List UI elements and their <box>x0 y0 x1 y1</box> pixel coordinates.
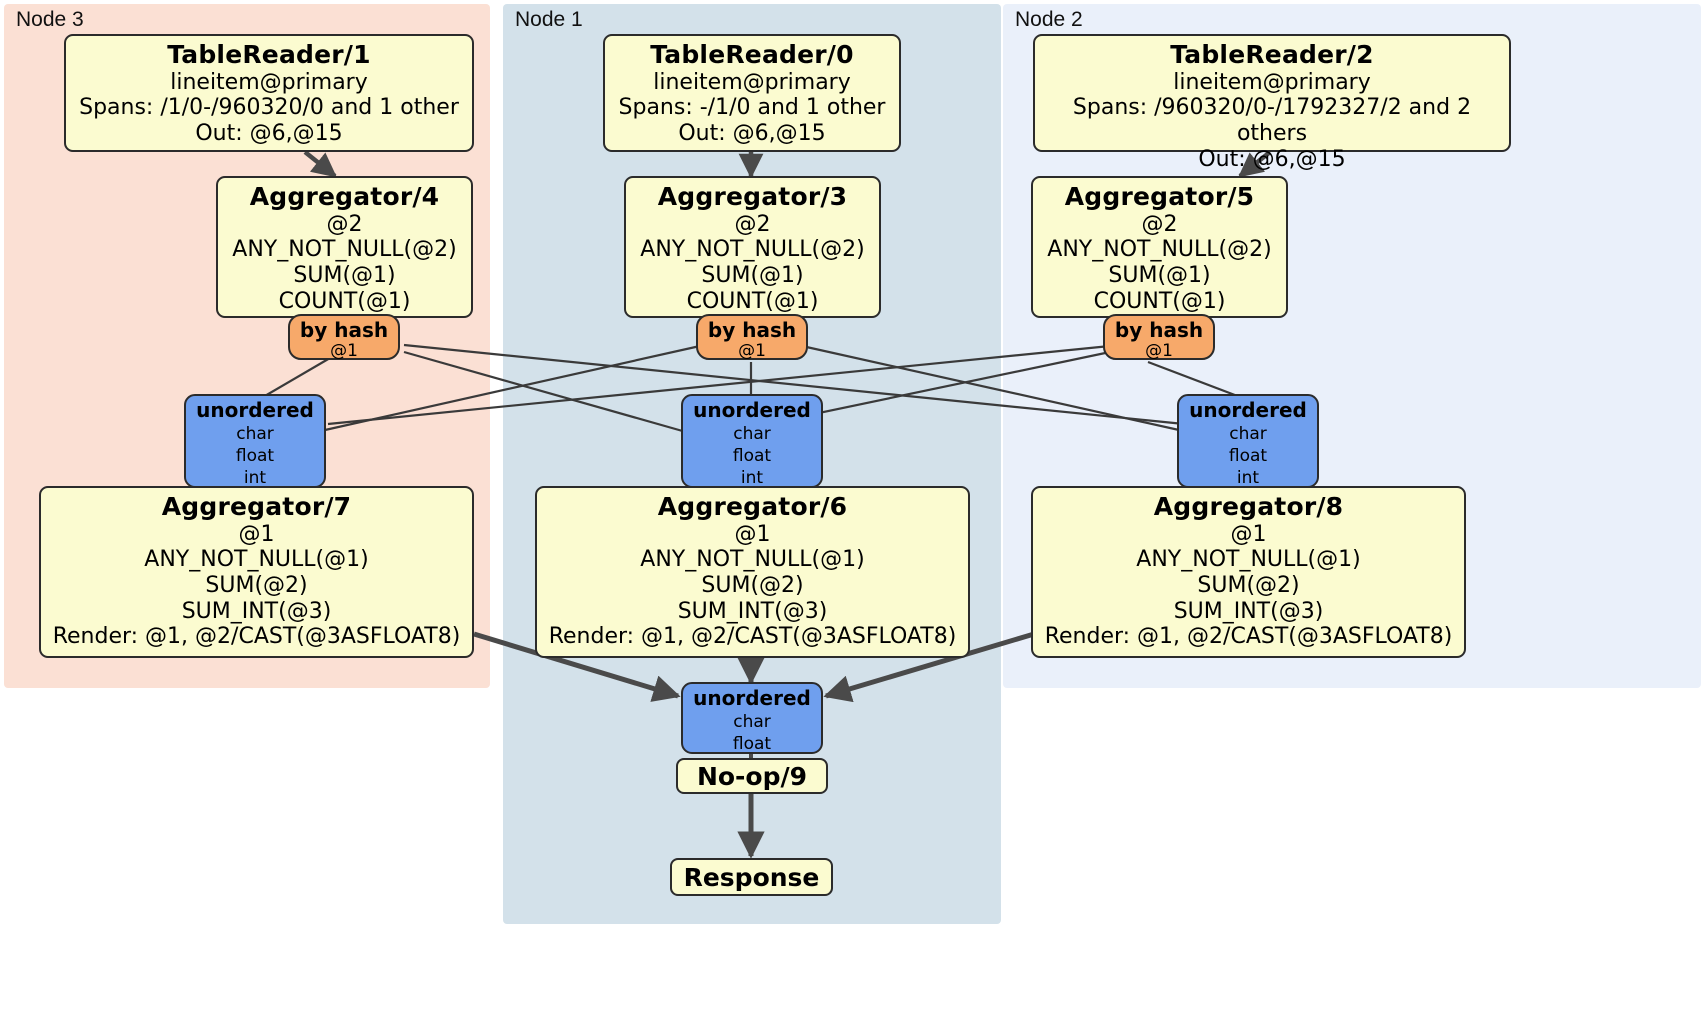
processor-line: SUM_INT(@3) <box>181 598 332 624</box>
processor-title: No-op/9 <box>696 761 808 791</box>
synchronizer-title: unordered <box>693 686 811 710</box>
processor-aggregator-5[interactable]: Aggregator/5 @2 ANY_NOT_NULL(@2) SUM(@1)… <box>1031 176 1288 318</box>
processor-line: Render: @1, @2/CAST(@3ASFLOAT8) <box>548 624 957 650</box>
synchronizer-unordered-center[interactable]: unordered char float int <box>681 394 823 488</box>
synchronizer-unordered-final[interactable]: unordered char float <box>681 682 823 754</box>
synchronizer-line: float <box>732 733 772 754</box>
processor-line: SUM_INT(@3) <box>677 598 828 624</box>
processor-line: ANY_NOT_NULL(@1) <box>1136 547 1361 573</box>
node-panel-label-node3: Node 3 <box>16 8 84 31</box>
processor-line: lineitem@primary <box>170 69 368 95</box>
processor-table-reader-1[interactable]: TableReader/1 lineitem@primary Spans: /1… <box>64 34 474 152</box>
synchronizer-line: int <box>740 467 764 488</box>
processor-line: SUM(@2) <box>205 572 308 598</box>
processor-title: TableReader/0 <box>650 40 854 69</box>
processor-table-reader-2[interactable]: TableReader/2 lineitem@primary Spans: /9… <box>1033 34 1511 172</box>
processor-line: @1 <box>238 521 275 547</box>
node-panel-label-node1: Node 1 <box>515 8 583 31</box>
processor-title: Response <box>683 862 820 892</box>
processor-line: SUM(@1) <box>293 262 396 288</box>
processor-noop-9[interactable]: No-op/9 <box>676 758 828 794</box>
processor-line: Spans: /1/0-/960320/0 and 1 other <box>79 95 459 121</box>
synchronizer-unordered-right[interactable]: unordered char float int <box>1177 394 1319 488</box>
synchronizer-line: int <box>1236 467 1260 488</box>
processor-line: Spans: -/1/0 and 1 other <box>618 95 886 121</box>
processor-line: COUNT(@1) <box>278 288 411 314</box>
synchronizer-line: float <box>235 445 275 466</box>
processor-title: Aggregator/6 <box>657 492 848 521</box>
processor-line: lineitem@primary <box>1173 69 1371 95</box>
processor-aggregator-8[interactable]: Aggregator/8 @1 ANY_NOT_NULL(@1) SUM(@2)… <box>1031 486 1466 658</box>
processor-line: Out: @6,@15 <box>1198 146 1346 172</box>
processor-aggregator-6[interactable]: Aggregator/6 @1 ANY_NOT_NULL(@1) SUM(@2)… <box>535 486 970 658</box>
processor-title: Aggregator/4 <box>249 182 440 211</box>
synchronizer-line: char <box>236 423 274 444</box>
synchronizer-line: float <box>732 445 772 466</box>
router-title: by hash <box>707 318 797 342</box>
processor-table-reader-0[interactable]: TableReader/0 lineitem@primary Spans: -/… <box>603 34 901 152</box>
processor-line: SUM(@2) <box>1197 572 1300 598</box>
synchronizer-line: char <box>733 711 771 732</box>
processor-response[interactable]: Response <box>670 858 833 896</box>
processor-line: SUM(@1) <box>701 262 804 288</box>
processor-title: TableReader/1 <box>167 40 371 69</box>
processor-line: ANY_NOT_NULL(@2) <box>1047 237 1272 263</box>
synchronizer-line: float <box>1228 445 1268 466</box>
router-title: by hash <box>1114 318 1204 342</box>
router-line: @1 <box>330 341 358 361</box>
processor-line: Spans: /960320/0-/1792327/2 and 2 others <box>1072 95 1472 146</box>
processor-line: ANY_NOT_NULL(@2) <box>232 237 457 263</box>
node-panel-label-node2: Node 2 <box>1015 8 1083 31</box>
processor-aggregator-7[interactable]: Aggregator/7 @1 ANY_NOT_NULL(@1) SUM(@2)… <box>39 486 474 658</box>
synchronizer-line: char <box>733 423 771 444</box>
processor-line: COUNT(@1) <box>1093 288 1226 314</box>
processor-line: lineitem@primary <box>653 69 851 95</box>
processor-line: SUM_INT(@3) <box>1173 598 1324 624</box>
processor-title: Aggregator/5 <box>1064 182 1255 211</box>
processor-line: Render: @1, @2/CAST(@3ASFLOAT8) <box>52 624 461 650</box>
synchronizer-title: unordered <box>693 398 811 422</box>
processor-line: ANY_NOT_NULL(@2) <box>640 237 865 263</box>
processor-title: Aggregator/3 <box>657 182 848 211</box>
router-line: @1 <box>738 341 766 361</box>
processor-line: Out: @6,@15 <box>195 120 343 146</box>
processor-line: @1 <box>734 521 771 547</box>
router-by-hash-left[interactable]: by hash @1 <box>288 314 400 361</box>
processor-aggregator-4[interactable]: Aggregator/4 @2 ANY_NOT_NULL(@2) SUM(@1)… <box>216 176 473 318</box>
processor-title: Aggregator/7 <box>161 492 352 521</box>
processor-title: Aggregator/8 <box>1153 492 1344 521</box>
router-title: by hash <box>299 318 389 342</box>
processor-line: COUNT(@1) <box>686 288 819 314</box>
processor-line: @2 <box>1141 211 1178 237</box>
processor-title: TableReader/2 <box>1170 40 1374 69</box>
synchronizer-line: int <box>243 467 267 488</box>
processor-aggregator-3[interactable]: Aggregator/3 @2 ANY_NOT_NULL(@2) SUM(@1)… <box>624 176 881 318</box>
processor-line: SUM(@1) <box>1108 262 1211 288</box>
processor-line: SUM(@2) <box>701 572 804 598</box>
router-line: @1 <box>1145 341 1173 361</box>
processor-line: ANY_NOT_NULL(@1) <box>144 547 369 573</box>
processor-line: ANY_NOT_NULL(@1) <box>640 547 865 573</box>
processor-line: Out: @6,@15 <box>678 120 826 146</box>
synchronizer-title: unordered <box>196 398 314 422</box>
router-by-hash-center[interactable]: by hash @1 <box>696 314 808 361</box>
synchronizer-title: unordered <box>1189 398 1307 422</box>
synchronizer-unordered-left[interactable]: unordered char float int <box>184 394 326 488</box>
processor-line: @1 <box>1230 521 1267 547</box>
router-by-hash-right[interactable]: by hash @1 <box>1103 314 1215 361</box>
processor-line: Render: @1, @2/CAST(@3ASFLOAT8) <box>1044 624 1453 650</box>
processor-line: @2 <box>734 211 771 237</box>
synchronizer-line: char <box>1229 423 1267 444</box>
processor-line: @2 <box>326 211 363 237</box>
